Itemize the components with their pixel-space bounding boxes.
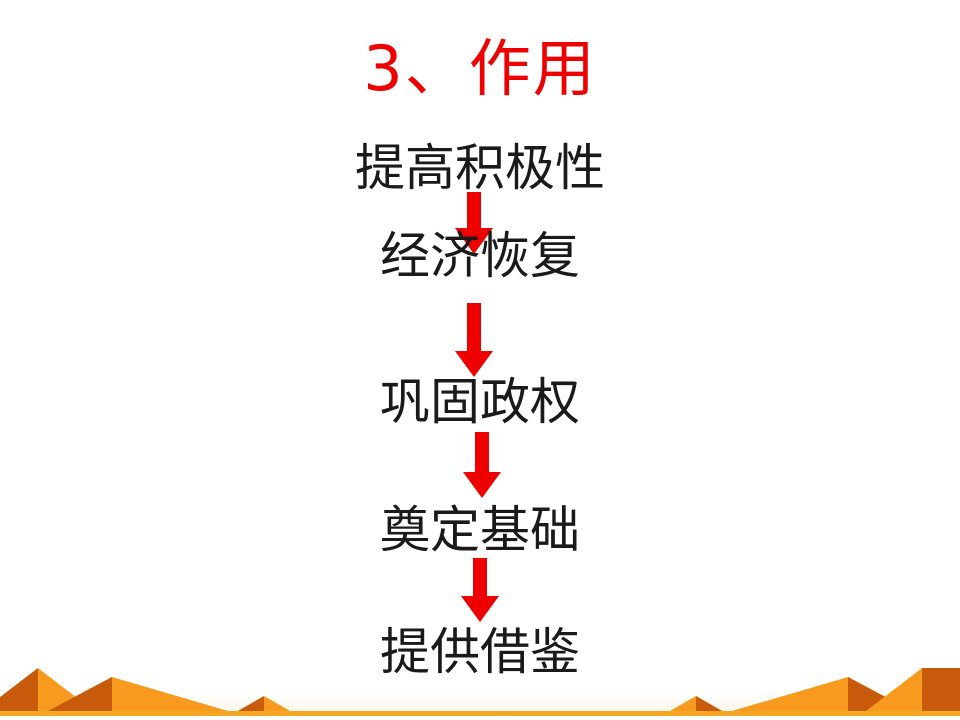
flow-item-text: 奠定基础 xyxy=(380,501,580,559)
bottom-gradient-wash xyxy=(0,692,960,711)
flow-item-text: 经济恢复 xyxy=(380,227,580,285)
down-arrow-icon xyxy=(458,558,502,624)
flow-item-text: 提高积极性 xyxy=(355,139,605,197)
down-arrow-icon xyxy=(452,303,496,379)
slide-title: 3、作用 xyxy=(363,32,597,105)
flow-item-text: 提供借鉴 xyxy=(380,623,580,681)
down-arrow-icon xyxy=(460,432,504,500)
down-arrow-icon xyxy=(452,192,496,256)
bottom-accent-rule xyxy=(0,711,960,716)
flow-item-text: 巩固政权 xyxy=(380,373,580,431)
